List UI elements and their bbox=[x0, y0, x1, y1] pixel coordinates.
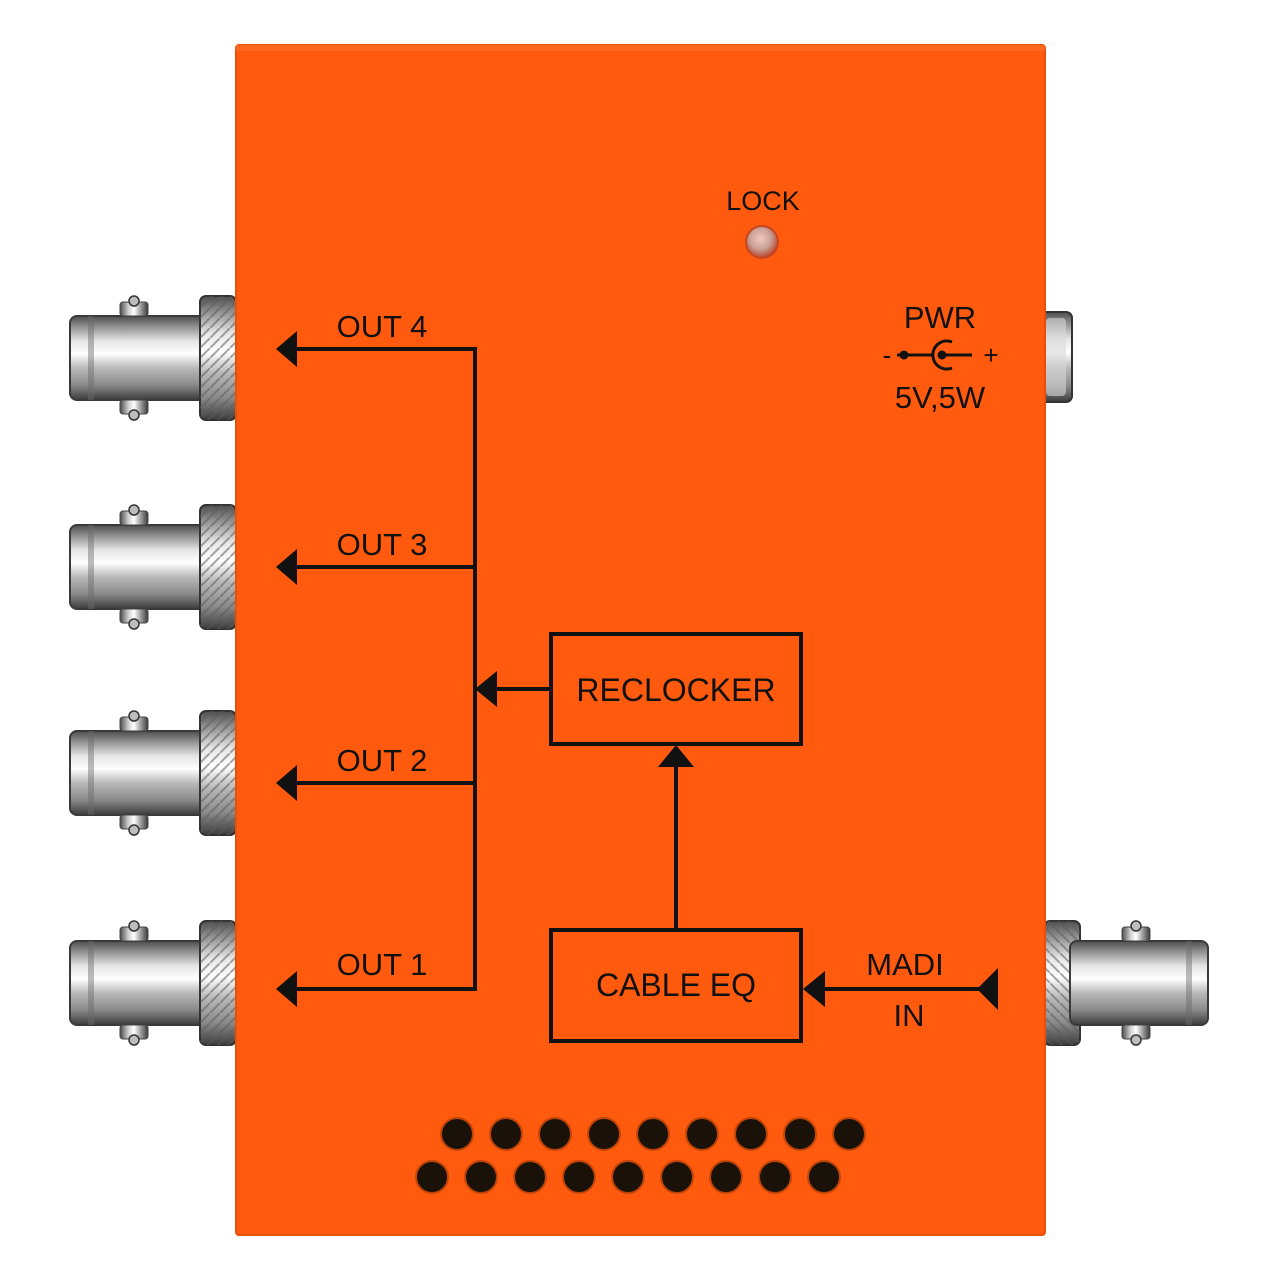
vent-hole-icon bbox=[660, 1160, 694, 1194]
madi-in-arrow-icon bbox=[803, 971, 825, 1007]
madi-in-source-arrow-icon bbox=[977, 968, 998, 1010]
dc-polarity-icon: - + bbox=[883, 339, 999, 371]
reclocker-out-arrow-icon bbox=[475, 671, 497, 707]
vent-hole-icon bbox=[464, 1160, 498, 1194]
eq-to-reclocker-arrow-icon bbox=[658, 745, 694, 767]
vent-grille bbox=[415, 1117, 866, 1194]
vent-hole-icon bbox=[685, 1117, 719, 1151]
vent-hole-icon bbox=[587, 1117, 621, 1151]
pwr-plus-label: + bbox=[983, 340, 998, 370]
pwr-minus-label: - bbox=[883, 340, 892, 370]
led-indicator-icon bbox=[745, 225, 779, 259]
out3-label: OUT 3 bbox=[337, 527, 428, 562]
cable-eq-label: CABLE EQ bbox=[596, 967, 756, 1003]
vent-hole-icon bbox=[783, 1117, 817, 1151]
out1-label: OUT 1 bbox=[337, 947, 428, 982]
out1-arrow-icon bbox=[276, 971, 297, 1007]
vent-hole-icon bbox=[832, 1117, 866, 1151]
out2-label: OUT 2 bbox=[337, 743, 428, 778]
reclocker-block bbox=[549, 632, 803, 746]
vent-hole-icon bbox=[489, 1117, 523, 1151]
vent-hole-icon bbox=[709, 1160, 743, 1194]
cable-eq-block bbox=[549, 928, 803, 1043]
vent-hole-icon bbox=[734, 1117, 768, 1151]
vent-hole-icon bbox=[538, 1117, 572, 1151]
device-housing bbox=[235, 44, 1046, 1236]
bnc-connector-madi-in-icon bbox=[1043, 920, 1209, 1046]
pwr-spec-label: 5V,5W bbox=[895, 380, 986, 415]
vent-hole-icon bbox=[440, 1117, 474, 1151]
reclocker-label: RECLOCKER bbox=[576, 672, 775, 708]
signal-flow-diagram: OUT 4 OUT 3 OUT 2 OUT 1 RECLOCKER CABLE … bbox=[276, 309, 998, 1043]
pwr-label: PWR bbox=[904, 300, 976, 335]
dc-jack-icon bbox=[1039, 311, 1073, 403]
lock-label: LOCK bbox=[726, 186, 800, 216]
out4-label: OUT 4 bbox=[337, 309, 428, 344]
vent-hole-icon bbox=[636, 1117, 670, 1151]
vent-hole-icon bbox=[758, 1160, 792, 1194]
bnc-connector-out1-icon bbox=[69, 920, 237, 1046]
out4-arrow-icon bbox=[276, 331, 297, 367]
vent-hole-icon bbox=[611, 1160, 645, 1194]
vent-hole-icon bbox=[807, 1160, 841, 1194]
out3-arrow-icon bbox=[276, 549, 297, 585]
out2-arrow-icon bbox=[276, 765, 297, 801]
bnc-connector-out4-icon bbox=[69, 295, 237, 421]
in-label: IN bbox=[894, 998, 925, 1033]
madi-label: MADI bbox=[866, 947, 944, 982]
bnc-connector-out3-icon bbox=[69, 504, 237, 630]
bnc-connector-out2-icon bbox=[69, 710, 237, 836]
vent-hole-icon bbox=[562, 1160, 596, 1194]
vent-hole-icon bbox=[513, 1160, 547, 1194]
vent-hole-icon bbox=[415, 1160, 449, 1194]
